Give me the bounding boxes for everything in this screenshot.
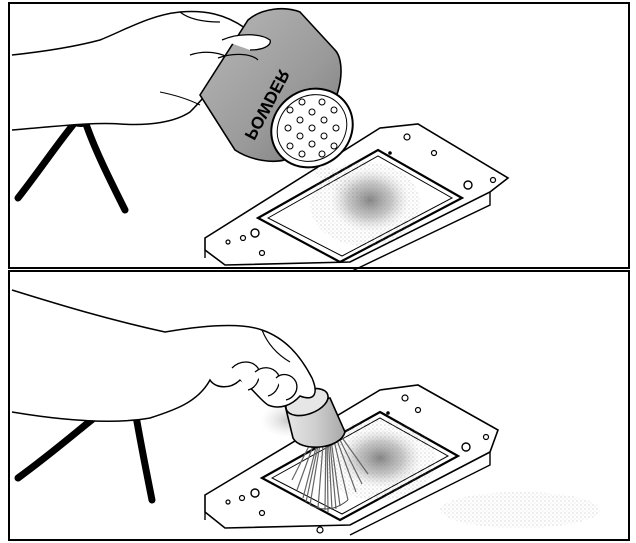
panel-bottom <box>9 271 629 540</box>
panel-top: POWDER <box>9 3 629 272</box>
powder-residue <box>440 492 600 528</box>
